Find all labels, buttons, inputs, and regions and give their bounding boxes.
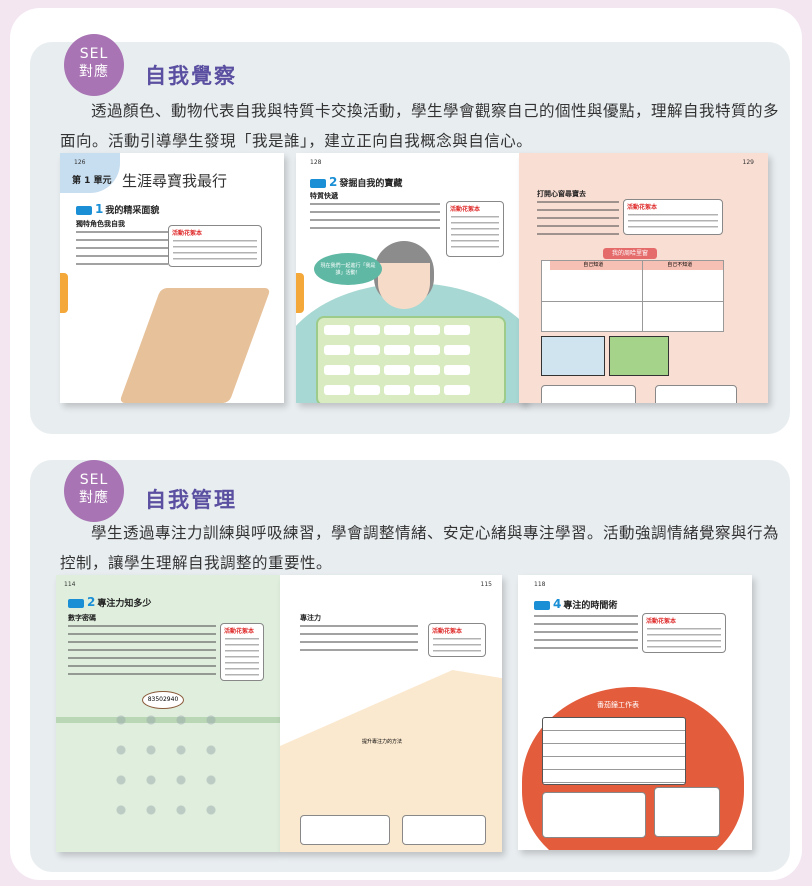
lesson-title: 專注力知多少 [97,599,152,609]
lesson-number: 4 [553,597,562,611]
johari-window: 自己知道 自己不知道 [541,260,724,332]
table-title: 我的周哈里窗 [603,248,657,259]
section-title: 自我管理 [145,488,237,512]
page-number: 118 [534,581,546,588]
page-number: 126 [74,159,86,166]
box-title: 活動花絮本 [224,628,255,635]
col-header: 自己不知道 [667,262,693,268]
lesson-number: 1 [95,202,104,216]
trait-card-grid [316,316,506,403]
page-number: 114 [64,581,76,588]
unit-label: 第 1 單元 [72,176,112,186]
table-title: 番茄鐘工作表 [597,701,639,709]
section-description: 學生透過專注力訓練與呼吸練習，學會調整情緒、安定心緒與專注學習。活動強調情緒覺察… [60,524,780,572]
page-number: 115 [480,581,492,588]
lesson-title: 我的精采面貌 [105,206,160,216]
subheading: 數字密碼 [68,614,96,622]
book-page-115: 115 專注力 活動花絮本 提升專注力的方法 [280,575,502,852]
box-title: 活動花絮本 [432,628,463,635]
grid-center-label: 提升專注力的方法 [362,739,403,745]
unit-title: 生涯尋寶我最行 [122,172,228,190]
subheading: 特質快遞 [310,192,338,200]
classroom-illustration [119,288,271,403]
badge-bottom: 對應 [79,64,109,80]
lesson-number: 2 [329,175,338,189]
sel-badge: SEL 對應 [64,34,124,96]
box-title: 活動花絮本 [450,206,481,213]
badge-bottom: 對應 [79,490,109,506]
sel-badge: SEL 對應 [64,460,124,522]
col-header: 自己知道 [583,262,604,268]
section-description: 透過顏色、動物代表自我與特質卡交換活動，學生學會觀察自己的個性與優點，理解自我特… [60,102,780,150]
badge-top: SEL [79,472,109,488]
pomodoro-table [542,717,686,785]
page-number: 128 [310,159,322,166]
box-title: 活動花絮本 [172,230,203,237]
lesson-title: 專注的時間術 [563,601,618,611]
section-title: 自我覺察 [145,64,237,88]
lesson-title: 發掘自我的寶藏 [339,179,403,189]
subheading: 專注力 [300,614,321,622]
lesson-number: 2 [87,595,96,609]
subheading: 獨特角色我自我 [76,220,125,228]
page-number: 129 [742,159,754,166]
students-illustration [106,705,226,835]
box-title: 活動花絮本 [627,204,658,211]
box-title: 活動花絮本 [646,618,677,625]
speech-bubble: 現在我們一起進行「我是誰」活動！ [314,253,382,285]
badge-top: SEL [79,46,109,62]
subheading: 打開心窗尋寶去 [537,190,586,198]
book-page-129: 129 打開心窗尋寶去 活動花絮本 我的周哈里窗 自己知道 自己不知道 [519,153,768,403]
